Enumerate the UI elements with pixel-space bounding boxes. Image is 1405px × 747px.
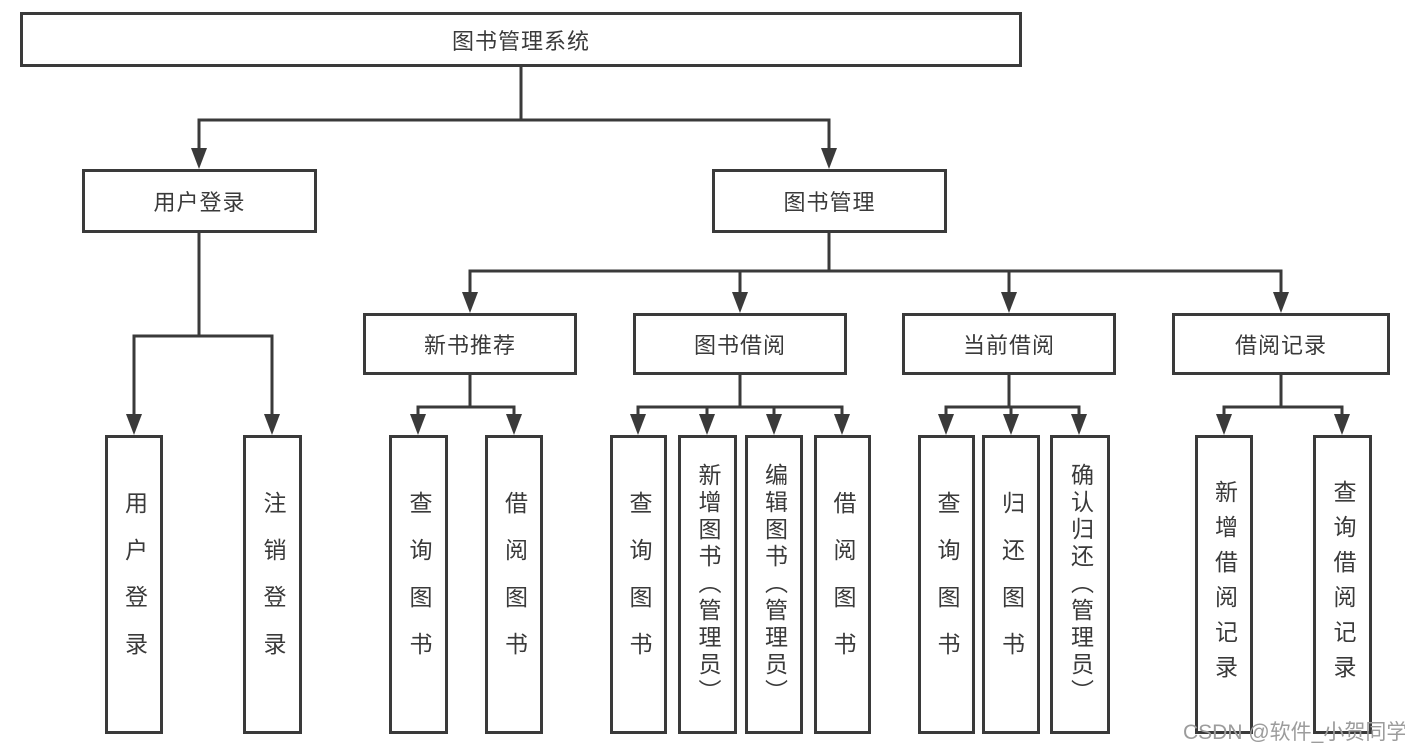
leaf-edit-books-admin: 编辑图书（管理员） [745, 435, 803, 734]
leaf-borrow-books: 借阅图书 [814, 435, 871, 734]
node-book-management-label: 图书管理 [783, 190, 876, 215]
leaf-add-books-admin: 新增图书（管理员） [678, 435, 737, 734]
node-library-system-label: 图书管理系统 [451, 28, 590, 54]
leaf-add-borrow-record-label: 新增借阅记录 [1211, 479, 1238, 690]
arrowheads [126, 148, 1350, 435]
leaf-query-borrow-record-label: 查询借阅记录 [1330, 479, 1356, 690]
node-book-borrowing: 图书借阅 [633, 313, 847, 375]
leaf-edit-books-admin-label: 编辑图书（管理员） [761, 463, 788, 706]
node-new-book-recommend-label: 新书推荐 [423, 333, 516, 358]
leaf-query-borrow-record: 查询借阅记录 [1313, 435, 1372, 734]
leaf-query-books-borrow: 查询图书 [610, 435, 667, 734]
leaf-query-books-current: 查询图书 [918, 435, 975, 734]
leaf-user-login: 用户登录 [105, 435, 163, 734]
leaf-query-books-recommend: 查询图书 [389, 435, 448, 734]
leaf-query-books-current-label: 查询图书 [934, 490, 960, 679]
leaf-logout-label: 注销登录 [260, 490, 286, 679]
node-user-login-label: 用户登录 [153, 190, 246, 215]
leaf-return-books: 归还图书 [982, 435, 1040, 734]
leaf-confirm-return-admin: 确认归还（管理员） [1050, 435, 1110, 734]
node-book-borrowing-label: 图书借阅 [693, 333, 786, 358]
leaf-borrow-books-label: 借阅图书 [830, 490, 856, 679]
leaf-query-books-borrow-label: 查询图书 [626, 490, 652, 679]
node-borrowing-records: 借阅记录 [1172, 313, 1390, 375]
leaf-return-books-label: 归还图书 [998, 490, 1025, 679]
watermark-text: CSDN @软件_小贺同学 [1183, 721, 1405, 744]
leaf-borrow-books-recommend-label: 借阅图书 [501, 490, 528, 679]
node-current-borrowing-label: 当前借阅 [962, 333, 1055, 358]
node-library-system: 图书管理系统 [20, 12, 1022, 67]
node-borrowing-records-label: 借阅记录 [1234, 333, 1327, 358]
node-current-borrowing: 当前借阅 [902, 313, 1116, 375]
node-user-login: 用户登录 [82, 169, 317, 233]
leaf-query-books-recommend-label: 查询图书 [406, 490, 432, 679]
node-new-book-recommend: 新书推荐 [363, 313, 577, 375]
leaf-user-login-label: 用户登录 [121, 490, 148, 679]
leaf-confirm-return-admin-label: 确认归还（管理员） [1067, 463, 1094, 706]
node-book-management: 图书管理 [712, 169, 947, 233]
leaf-borrow-books-recommend: 借阅图书 [485, 435, 543, 734]
leaf-add-books-admin-label: 新增图书（管理员） [695, 463, 721, 706]
leaf-add-borrow-record: 新增借阅记录 [1195, 435, 1253, 734]
leaf-logout: 注销登录 [243, 435, 302, 734]
